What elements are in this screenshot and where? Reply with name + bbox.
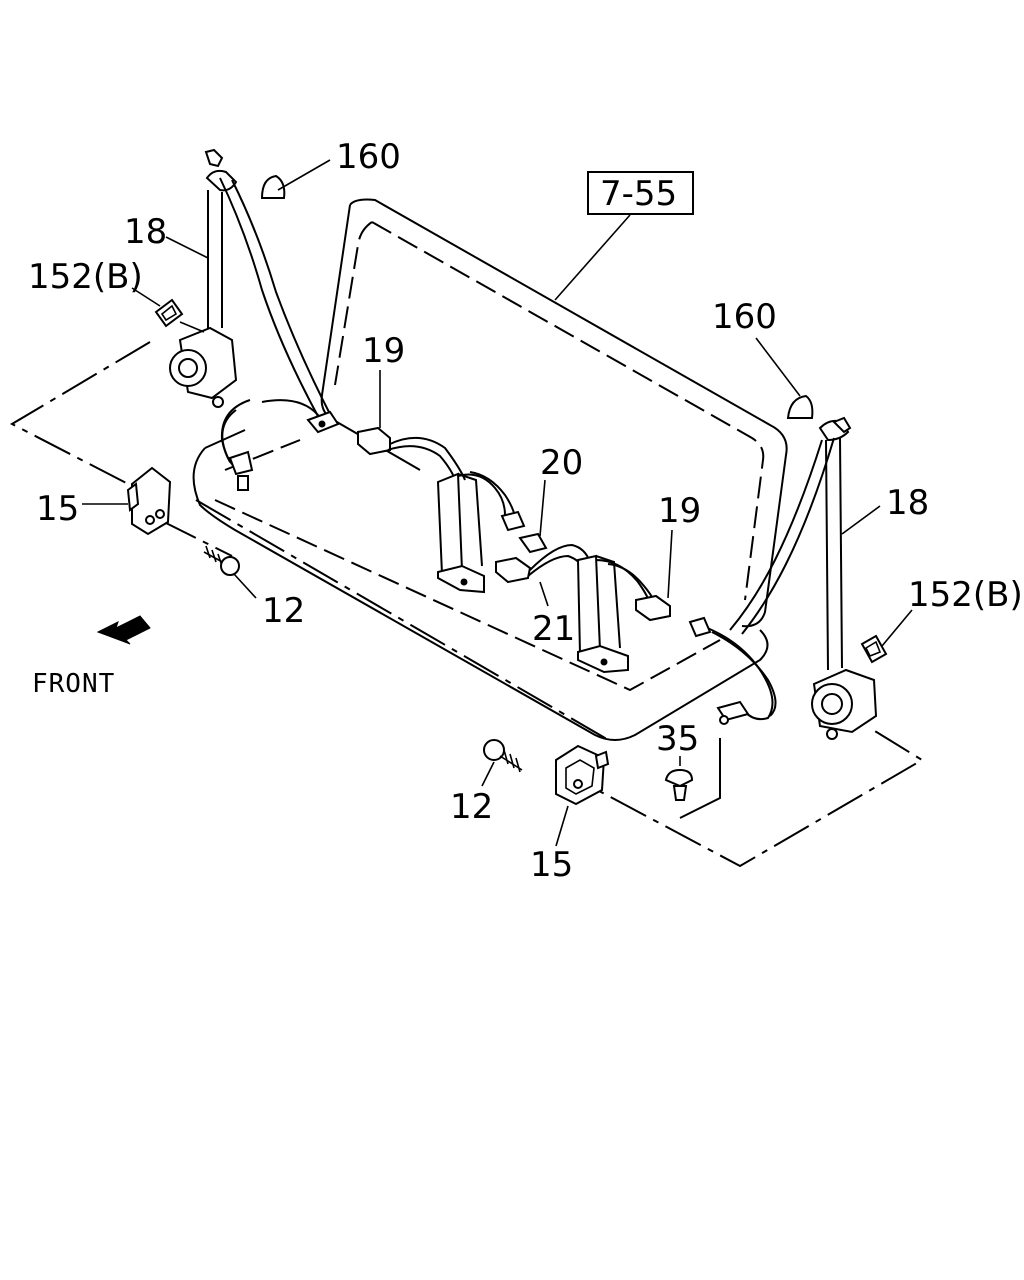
right-seat-belt-assembly bbox=[688, 416, 878, 740]
anchor-cover-left: 160 bbox=[260, 137, 401, 199]
callout-152b-left: 152(B) bbox=[28, 257, 143, 297]
callout-15-right: 15 bbox=[530, 845, 573, 885]
callout-18-right: 18 bbox=[886, 483, 929, 523]
bracket-right: 152(B) bbox=[860, 575, 1023, 664]
reference-box: 7-55 bbox=[554, 171, 694, 301]
clip-35: 35 bbox=[656, 719, 699, 801]
callout-12-right: 12 bbox=[450, 787, 493, 827]
callout-18-right-group: 18 bbox=[841, 483, 929, 535]
callout-18-left: 18 bbox=[124, 212, 167, 252]
callout-12-left: 12 bbox=[262, 591, 305, 631]
callout-160-right: 160 bbox=[712, 297, 777, 337]
callout-20: 20 bbox=[540, 443, 583, 483]
reference-box-label: 7-55 bbox=[600, 174, 677, 214]
cover-right: 15 bbox=[530, 744, 610, 885]
front-label: FRONT bbox=[32, 669, 115, 699]
callout-18-left-group: 18 bbox=[124, 212, 209, 259]
callout-152b-right: 152(B) bbox=[908, 575, 1023, 615]
seat-back-outline bbox=[320, 198, 788, 628]
callout-35: 35 bbox=[656, 719, 699, 759]
left-seat-belt-assembly bbox=[169, 148, 340, 491]
screw-right: 12 bbox=[450, 739, 523, 827]
cover-left: 15 bbox=[36, 466, 172, 536]
reference-lines bbox=[9, 341, 924, 868]
center-buckle-assembly: 19 20 21 19 bbox=[357, 331, 701, 674]
bracket-left: 152(B) bbox=[28, 257, 205, 333]
front-arrow-icon bbox=[96, 615, 151, 645]
front-indicator: FRONT bbox=[32, 615, 151, 699]
screw-left: 12 bbox=[203, 545, 305, 631]
callout-19-right: 19 bbox=[658, 491, 701, 531]
callout-15-left: 15 bbox=[36, 489, 79, 529]
callout-160-left: 160 bbox=[336, 137, 401, 177]
callout-19-left: 19 bbox=[362, 331, 405, 371]
callout-21: 21 bbox=[532, 609, 575, 649]
anchor-cover-right: 160 bbox=[712, 297, 814, 419]
